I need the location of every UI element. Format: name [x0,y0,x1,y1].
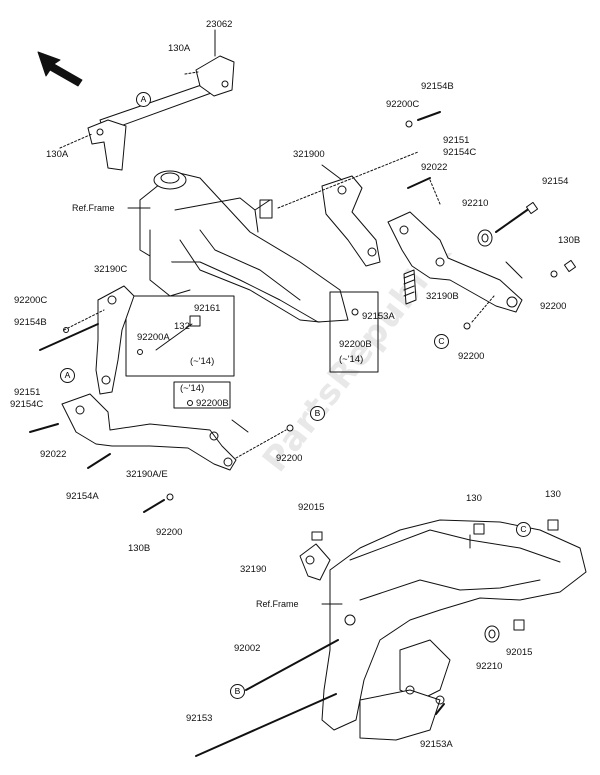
bolt-92161 [137,315,201,355]
label-92210-low: 92210 [476,661,503,672]
label-ref-frame-low: Ref.Frame [256,599,299,609]
label-92200c-left: 92200C [14,295,48,306]
label-132: 132 [174,321,190,332]
frame-lower [299,519,587,741]
frame-upper [127,170,349,323]
label-92154a: 92154A [66,491,99,502]
label-92161: 92161 [194,303,221,314]
bolt-92153 [195,693,337,757]
label-32190b: 32190B [426,291,459,302]
bracket-32190ae [29,393,294,513]
variant-box-left [125,295,235,377]
label-32190c: 32190C [94,264,128,275]
label-ref-frame-top: Ref.Frame [72,203,115,213]
label-92153: 92153 [186,713,213,724]
label-130-2: 130 [545,489,561,500]
label-92154c-left: 92154C [10,399,44,410]
front-arrow-icon [37,51,83,87]
bracket-32190c [39,285,135,395]
label-92200c-top: 92200C [386,99,420,110]
callout-a-top: A [136,92,151,107]
label-92154b-left: 92154B [14,317,47,328]
label-92002: 92002 [234,643,261,654]
label-32190: 32190 [240,564,267,575]
label-92200-r1: 92200 [540,301,567,312]
bracket-32190b [387,179,523,313]
callout-c-right: C [434,334,449,349]
label-92154-right: 92154 [542,176,569,187]
label-92154b-top: 92154B [421,81,454,92]
label-92022-top: 92022 [421,162,448,173]
label-92200-mid: 92200 [276,453,303,464]
variant-box-small [173,381,231,409]
label-92015-top: 92015 [298,502,325,513]
bolt-92002 [245,639,339,691]
label-92200a: 92200A [137,332,170,343]
label-92151-left: 92151 [14,387,41,398]
callout-c-low: C [516,522,531,537]
label-92200-r2: 92200 [458,351,485,362]
label-92200b-left: 92200B [196,398,229,409]
label-130b-right: 130B [558,235,581,246]
lower-hardware [435,519,559,715]
label-130-1: 130 [466,493,482,504]
label-130a-top: 130A [168,43,191,54]
label-92151-top: 92151 [443,135,470,146]
callout-b-mid: B [310,406,325,421]
label-130b-low: 130B [128,543,151,554]
bracket-23062 [59,29,235,171]
label-92200b-box: 92200B [339,339,372,350]
label-321900: 321900 [293,149,325,160]
label-92200-low: 92200 [156,527,183,538]
label-92154c-top: 92154C [443,147,477,158]
label-32190ae: 32190A/E [126,469,168,480]
callout-a-left: A [60,368,75,383]
label-92015-low: 92015 [506,647,533,658]
bolt-92153a-top [403,269,417,305]
label-variant-b: (~'14) [339,354,364,365]
label-92153a-top: 92153A [362,311,395,322]
hardware-right [405,111,577,330]
label-92022-left: 92022 [40,449,67,460]
label-23062: 23062 [206,19,233,30]
label-variant-a: (~'14) [190,356,215,367]
label-130a-left: 130A [46,149,69,160]
callout-b-low: B [230,684,245,699]
label-92210-top: 92210 [462,198,489,209]
label-variant-c: (~'14) [180,383,205,394]
variant-box-right [329,291,379,373]
label-92153a-low: 92153A [420,739,453,750]
bracket-321900 [277,151,419,267]
